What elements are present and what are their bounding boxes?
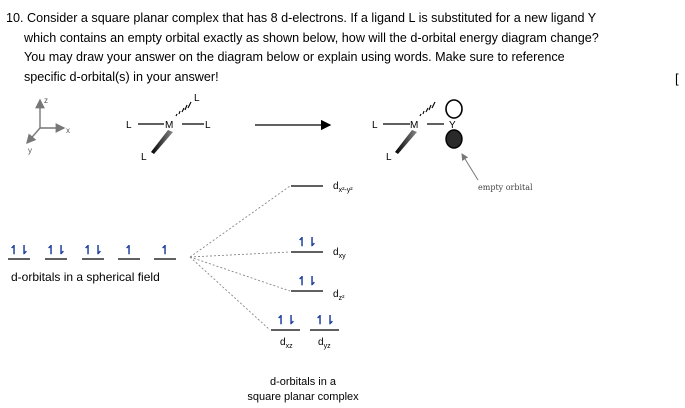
- filled-lobe-lower: [445, 129, 463, 149]
- solid-wedge-bond-2: [395, 130, 417, 154]
- electron-pair: ↿⇂: [297, 274, 317, 288]
- ligand-right: L: [205, 120, 211, 131]
- cropped-bracket: [: [675, 71, 679, 86]
- hashed-wedge-bond-2: [419, 101, 436, 117]
- electron-pair: ↿⇂: [276, 313, 296, 327]
- complex-left: L M L L L: [126, 93, 211, 163]
- square-planar-levels: dx²-y² ↿⇂ dxy ↿⇂ dz² ↿⇂ dxz ↿⇂ dyz: [271, 181, 353, 350]
- hashed-wedge-bond: [175, 101, 192, 117]
- question-line-3: You may draw your answer on the diagram …: [24, 50, 565, 64]
- question-number: 10.: [6, 11, 24, 25]
- ligand-back: L: [194, 93, 200, 104]
- square-planar-label-line1: d-orbitals in a: [270, 376, 337, 388]
- ligand-front: L: [141, 152, 147, 163]
- y-axis: [26, 127, 41, 145]
- electron-pair: ↿⇂: [297, 235, 317, 249]
- spherical-field-levels: ↿⇂ ↿⇂ ↿⇂ ↿ ↿: [8, 243, 176, 260]
- label-dyz: dyz: [318, 337, 331, 350]
- coordinate-axes: [26, 98, 66, 145]
- metal-center: M: [165, 120, 173, 131]
- complex-right: L M L Y: [372, 99, 463, 163]
- electron-pair: ↿⇂: [9, 243, 29, 257]
- ligand-front-2: L: [386, 152, 392, 163]
- square-planar-label-line2: square planar complex: [247, 391, 359, 403]
- electron-pair: ↿⇂: [315, 313, 335, 327]
- label-dxy: dxy: [333, 247, 346, 260]
- electron-pair: ↿⇂: [83, 243, 103, 257]
- ligand-left-2: L: [372, 120, 378, 131]
- correlation-lines: [189, 185, 291, 331]
- question-line-2: which contains an empty orbital exactly …: [24, 30, 599, 45]
- spherical-field-label: d-orbitals in a spherical field: [11, 270, 160, 284]
- empty-lobe-upper: [445, 99, 463, 119]
- question-line-4: specific d-orbital(s) in your answer!: [24, 69, 219, 84]
- z-axis-label: z: [44, 96, 48, 105]
- question-text: 10. Consider a square planar complex tha…: [6, 9, 685, 87]
- empty-orbital-label: empty orbital: [478, 183, 533, 192]
- y-axis-label: y: [28, 146, 32, 155]
- metal-center-2: M: [410, 120, 418, 131]
- label-dxz: dxz: [280, 337, 293, 350]
- electron-single: ↿: [160, 243, 170, 257]
- electron-single: ↿: [124, 243, 134, 257]
- label-dz2: dz²: [333, 289, 345, 302]
- label-dx2y2: dx²-y²: [333, 181, 353, 194]
- x-axis-label: x: [66, 126, 70, 135]
- new-ligand-y: Y: [449, 120, 456, 131]
- pointer-arrow: [461, 153, 479, 181]
- solid-wedge-bond: [151, 130, 173, 154]
- question-line-1: 10. Consider a square planar complex tha…: [6, 11, 597, 25]
- electron-pair: ↿⇂: [46, 243, 66, 257]
- ligand-left: L: [126, 120, 132, 131]
